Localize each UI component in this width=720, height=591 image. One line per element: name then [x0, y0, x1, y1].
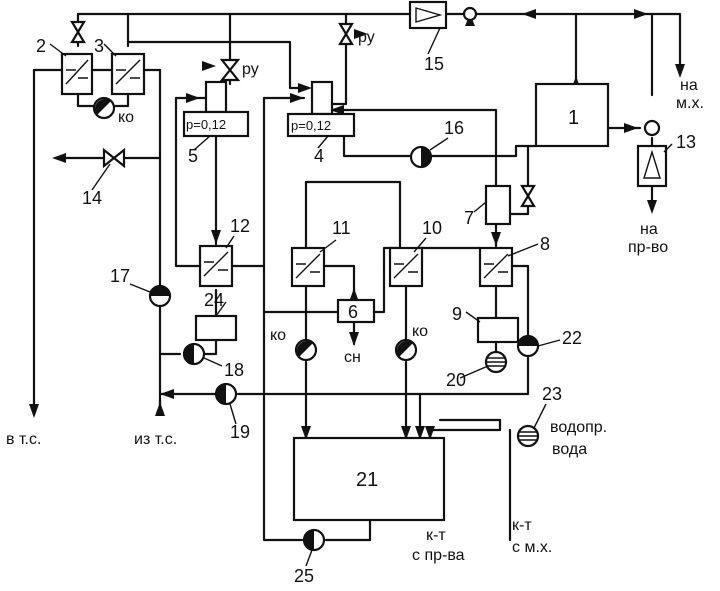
label-from-ts: из т.с.: [134, 431, 177, 448]
pump-20: [484, 350, 508, 374]
label-13: 13: [676, 132, 696, 152]
label-kt-1: к-т: [426, 527, 446, 544]
label-s-mh: с м.х.: [512, 539, 552, 556]
label-5: 5: [188, 146, 198, 166]
filter-24: [194, 314, 238, 342]
heater-3: [110, 52, 146, 96]
label-8: 8: [540, 234, 550, 254]
pump-19: [214, 382, 238, 406]
pump-25: [302, 528, 326, 552]
deaerator-4: [286, 80, 356, 138]
ejector-13: [636, 144, 668, 188]
label-pressure-4: p=0,12: [291, 118, 331, 133]
vessels: [182, 0, 668, 522]
label-12: 12: [230, 216, 250, 236]
label-ru-left: ру: [242, 61, 259, 78]
label-20: 20: [446, 370, 466, 390]
heater-2: [60, 52, 94, 96]
deaerator-5: [182, 80, 250, 138]
pump-22: [516, 334, 540, 358]
pump-17: [148, 284, 172, 308]
label-23: 23: [542, 384, 562, 404]
label-22: 22: [562, 328, 582, 348]
label-25: 25: [294, 566, 314, 586]
heater-12: [198, 244, 234, 288]
label-18: 18: [224, 360, 244, 380]
pump-ko-top: [92, 96, 116, 120]
label-ko-top: ко: [118, 109, 134, 126]
valve-ru-5: [219, 58, 241, 82]
cooler-7: [484, 184, 512, 226]
valve-14: [102, 147, 126, 169]
label-ru-top: ру: [358, 29, 375, 46]
label-21: 21: [356, 469, 378, 491]
label-2: 2: [36, 36, 46, 56]
valve-top-2: [70, 20, 86, 44]
label-ko-11: ко: [270, 327, 286, 344]
unit-1-box: [534, 82, 610, 148]
ejector-15: [408, 0, 448, 30]
label-19: 19: [230, 422, 250, 442]
label-10: 10: [422, 218, 442, 238]
label-17: 17: [110, 266, 130, 286]
heater-10: [388, 246, 424, 288]
label-ko-10: ко: [412, 323, 428, 340]
pump-ko-10: [394, 338, 418, 362]
filter-9: [476, 316, 520, 344]
tank-21: [292, 436, 446, 522]
label-na-mh-1: на: [680, 77, 698, 94]
heater-8: [478, 246, 514, 288]
label-na-prvo-1: на: [640, 221, 658, 238]
label-3: 3: [94, 36, 104, 56]
component-numbers: 1 2 3 4 5 6 7 8 9 10 11 12 13 14 15 16 1…: [36, 36, 696, 586]
label-na-prvo-2: пр-во: [628, 239, 668, 256]
pump-18: [182, 342, 206, 366]
label-pressure-5: p=0,12: [186, 117, 226, 132]
heat-exchangers: [60, 52, 514, 288]
heater-11: [290, 246, 326, 288]
pump-ko-11: [294, 338, 318, 362]
label-1: 1: [568, 107, 579, 129]
label-15: 15: [424, 54, 444, 74]
leader-lines: [49, 27, 673, 567]
text-labels: ру ру p=0,12 p=0,12 ко ко ко сн в т.с. и…: [6, 29, 704, 564]
label-7: 7: [464, 208, 474, 228]
tank-6: [336, 298, 376, 324]
valve-7: [520, 184, 536, 208]
label-kt-2: к-т: [512, 517, 532, 534]
valves: [70, 20, 536, 208]
gauge-top: [462, 6, 478, 22]
label-sn: сн: [344, 349, 361, 366]
label-4: 4: [314, 146, 324, 166]
label-na-mh-2: м.х.: [676, 95, 704, 112]
label-11: 11: [332, 218, 351, 238]
label-16: 16: [444, 118, 464, 138]
valve-ru-4: [338, 22, 354, 46]
label-24: 24: [204, 290, 224, 310]
pumps: [92, 6, 661, 552]
label-14: 14: [82, 188, 102, 208]
gauge-13: [643, 119, 661, 137]
label-9: 9: [452, 304, 462, 324]
pump-23: [516, 424, 540, 448]
label-to-ts: в т.с.: [6, 431, 41, 448]
label-vodopr: водопр.: [550, 419, 607, 436]
label-s-prva: с пр-ва: [412, 547, 465, 564]
label-6: 6: [348, 302, 358, 322]
pump-16: [409, 145, 433, 169]
label-voda: вода: [552, 441, 587, 458]
